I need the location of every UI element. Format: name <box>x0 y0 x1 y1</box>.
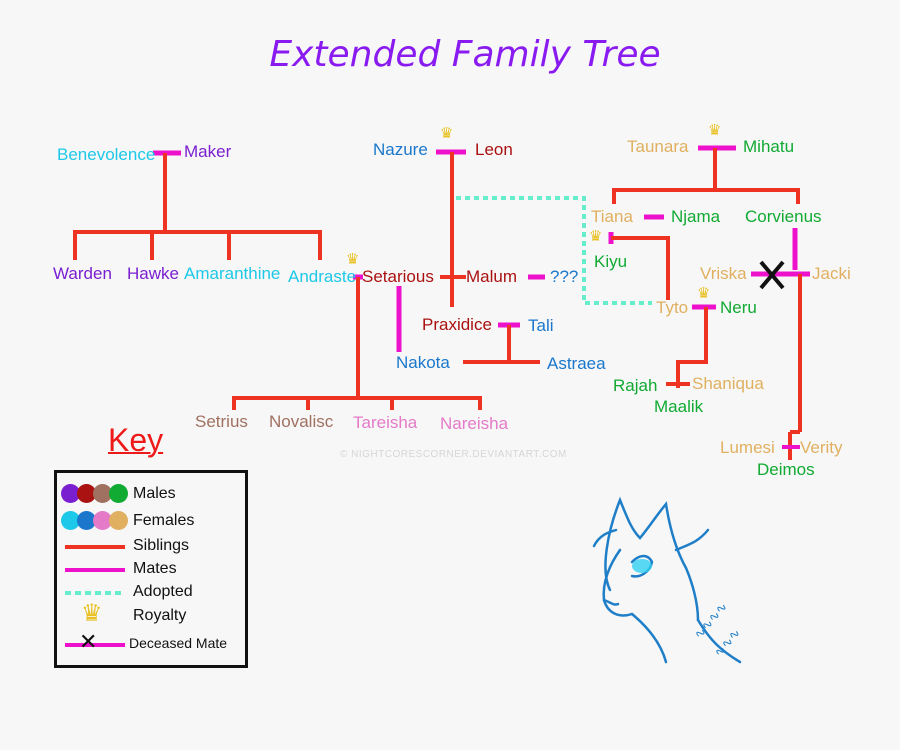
person-jacki: Jacki <box>812 264 851 283</box>
legend-males-label: Males <box>133 485 176 502</box>
cat-sketch-drawing: ∿∿∿∿ ∿∿∿ <box>592 496 744 664</box>
sibling-line <box>611 236 670 300</box>
person-lumesi: Lumesi <box>720 438 775 457</box>
person-setarious: Setarious <box>362 267 434 286</box>
person-vriska: Vriska <box>700 264 747 283</box>
sibling-line <box>676 307 708 388</box>
legend-box: Males Females Siblings Mates Adopted ♛ R… <box>54 470 248 668</box>
person-corvienus: Corvienus <box>745 207 822 226</box>
person-tareisha: Tareisha <box>353 413 418 432</box>
person-nakota: Nakota <box>396 353 450 372</box>
crown-icon: ♛ <box>81 600 103 627</box>
crown-icon: ♛ <box>440 125 454 142</box>
person-astraea: Astraea <box>547 354 606 373</box>
person-novalisc: Novalisc <box>269 412 334 431</box>
person-nareisha: Nareisha <box>440 414 509 433</box>
legend-siblings: Siblings <box>57 535 245 557</box>
legend-mates: Mates <box>57 558 245 580</box>
person-warden: Warden <box>53 264 112 283</box>
person-praxidice: Praxidice <box>422 315 492 334</box>
person-verity: Verity <box>800 438 843 457</box>
legend-adopted-label: Adopted <box>133 583 193 600</box>
person-andraste: Andraste <box>288 267 357 286</box>
adopted-line <box>456 196 652 305</box>
crown-icon: ♛ <box>697 285 711 302</box>
person-malum: Malum <box>466 267 518 286</box>
crown-icon: ♛ <box>589 228 603 245</box>
key-title: Key <box>108 422 164 458</box>
person-leon: Leon <box>475 140 513 159</box>
person-maalik: Maalik <box>654 397 704 416</box>
person-unknown: ??? <box>550 267 579 286</box>
legend-royalty: ♛ Royalty <box>57 600 245 627</box>
legend-mates-label: Mates <box>133 560 177 577</box>
legend-deceased-mate: ✕ Deceased Mate <box>57 629 245 655</box>
legend-siblings-label: Siblings <box>133 537 190 554</box>
person-hawke: Hawke <box>127 264 179 283</box>
person-setrius: Setrius <box>195 412 248 431</box>
crown-icon: ♛ <box>708 122 722 139</box>
legend-royalty-label: Royalty <box>133 607 187 624</box>
legend-males: Males <box>57 483 245 505</box>
watermark: © NIGHTCORESCORNER.DEVIANTART.COM <box>340 449 567 460</box>
person-shaniqua: Shaniqua <box>692 374 764 393</box>
deceased-cross-icon <box>759 260 785 290</box>
person-njama: Njama <box>671 207 721 226</box>
legend-females-label: Females <box>133 512 195 529</box>
person-neru: Neru <box>720 298 757 317</box>
person-benevolence: Benevolence <box>57 145 156 164</box>
legend-females: Females <box>57 510 245 532</box>
person-kiyu: Kiyu <box>594 252 628 271</box>
person-tali: Tali <box>528 316 554 335</box>
legend-adopted: Adopted <box>57 581 245 603</box>
person-tyto: Tyto <box>656 298 689 317</box>
person-taunara: Taunara <box>627 137 689 156</box>
person-maker: Maker <box>184 142 232 161</box>
person-mihatu: Mihatu <box>743 137 795 156</box>
deceased-cross-icon: ✕ <box>79 629 98 654</box>
male-color-swatches <box>61 484 128 503</box>
page-title: Extended Family Tree <box>269 34 661 75</box>
person-deimos: Deimos <box>757 460 815 479</box>
person-tiana: Tiana <box>591 207 633 226</box>
crown-icon: ♛ <box>346 251 360 268</box>
person-amaranthine: Amaranthine <box>184 264 281 283</box>
female-color-swatches <box>61 511 128 530</box>
person-rajah: Rajah <box>613 376 658 395</box>
legend-deceased-mate-label: Deceased Mate <box>129 635 228 651</box>
person-nazure: Nazure <box>373 140 428 159</box>
